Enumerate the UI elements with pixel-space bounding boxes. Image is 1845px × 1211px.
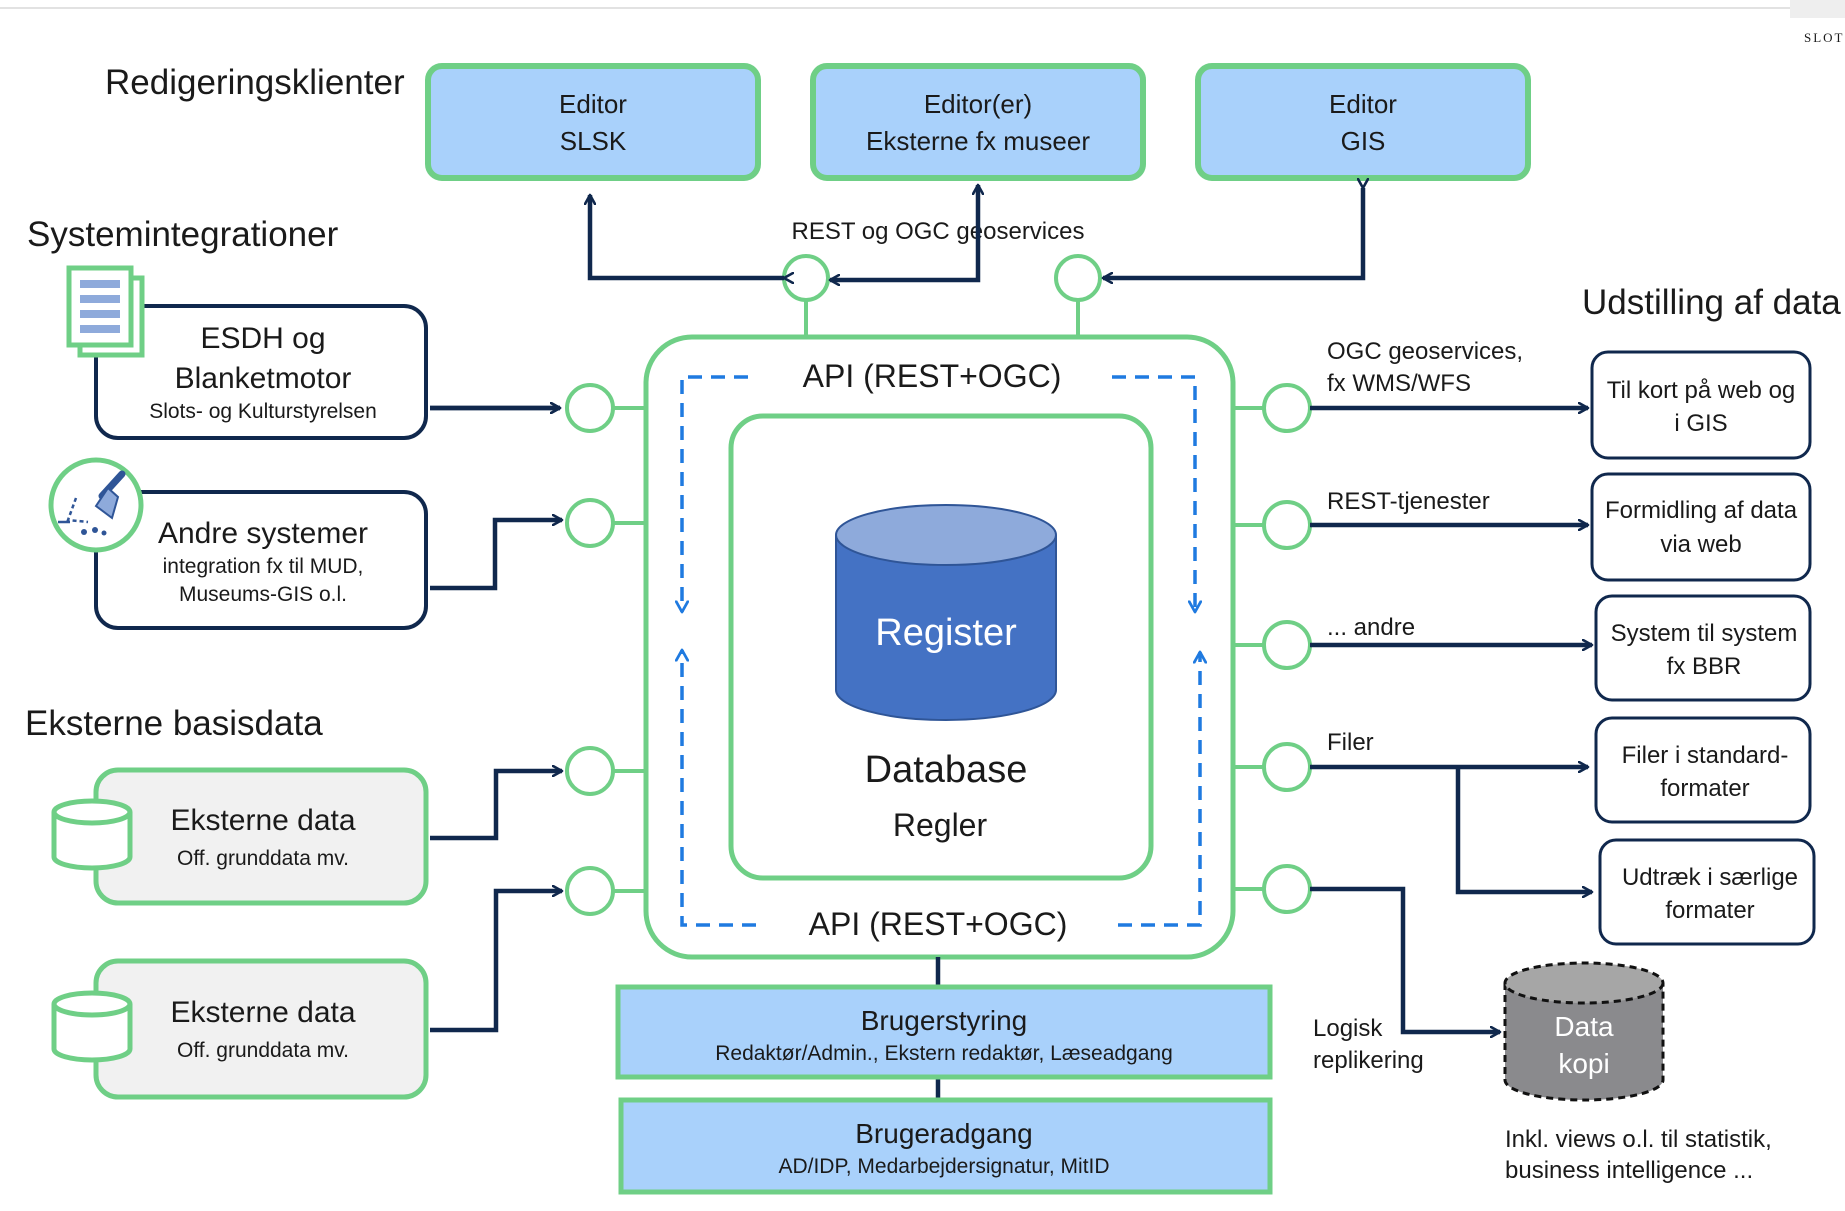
register-cylinder: Register [835, 504, 1057, 721]
output-label-filer: Filer [1327, 729, 1374, 756]
section-title-systemintegrationer: Systemintegrationer [27, 215, 339, 254]
output-label-ogc-2: fx WMS/WFS [1327, 370, 1471, 397]
data-kopi-line2: kopi [1558, 1048, 1609, 1079]
brugeradgang-box: Brugeradgang AD/IDP, Medarbejdersignatur… [618, 1097, 1273, 1195]
brugeradgang-title: Brugeradgang [855, 1118, 1032, 1149]
output-filer-line1: Filer i standard- [1622, 742, 1789, 769]
output-system-line2: fx BBR [1667, 653, 1742, 680]
brugerstyring-title: Brugerstyring [861, 1005, 1028, 1036]
section-title-redigeringsklienter: Redigeringsklienter [105, 63, 405, 102]
replication-label-2: replikering [1313, 1047, 1424, 1074]
eksterne-data-box-2: Eksterne data Off. grunddata mv. [93, 958, 429, 1100]
editor-box-slsk: Editor SLSK [425, 63, 761, 181]
andre-systemer-sub-2: Museums-GIS o.l. [179, 583, 347, 606]
editor-gis-title: Editor [1329, 89, 1397, 119]
data-kopi-note-1: Inkl. views o.l. til statistik, [1505, 1126, 1772, 1153]
output-formidling-line1: Formidling af data [1605, 497, 1798, 524]
output-system-line1: System til system [1611, 620, 1798, 647]
database-icon-2 [51, 990, 133, 1063]
output-udtraek-line2: formater [1665, 897, 1754, 924]
andre-systemer-box: Andre systemer integration fx til MUD, M… [94, 490, 428, 630]
api-top-label: API (REST+OGC) [803, 358, 1062, 394]
navy-arrows [430, 185, 1592, 1098]
output-box-formidling: Formidling af data via web [1590, 472, 1812, 582]
trowel-icon [48, 457, 144, 553]
data-kopi-note-2: business intelligence ... [1505, 1157, 1753, 1184]
replication-label-1: Logisk [1313, 1015, 1383, 1042]
brugerstyring-box: Brugerstyring Redaktør/Admin., Ekstern r… [615, 984, 1273, 1080]
editor-slsk-title: Editor [559, 89, 627, 119]
editor-box-eksterne: Editor(er) Eksterne fx museer [810, 63, 1146, 181]
output-label-rest: REST-tjenester [1327, 488, 1490, 515]
data-kopi-line1: Data [1554, 1011, 1614, 1042]
esdh-sub: Slots- og Kulturstyrelsen [149, 400, 377, 423]
section-title-eksterne-basisdata: Eksterne basisdata [25, 704, 323, 743]
editor-gis-sub: GIS [1341, 126, 1386, 156]
data-kopi-cylinder: Data kopi [1503, 961, 1665, 1102]
editor-box-gis: Editor GIS [1195, 63, 1531, 181]
register-label: Register [875, 612, 1017, 654]
output-box-udtraek: Udtræk i særlige formater [1598, 838, 1816, 946]
eksterne-data-2-title: Eksterne data [170, 996, 355, 1029]
output-filer-line2: formater [1660, 775, 1749, 802]
output-formidling-line2: via web [1660, 531, 1741, 558]
andre-systemer-sub-1: integration fx til MUD, [163, 555, 364, 578]
eksterne-data-2-sub: Off. grunddata mv. [177, 1039, 349, 1062]
editor-slsk-sub: SLSK [560, 126, 627, 156]
corner-logo: SLOT [1790, 0, 1845, 45]
brugeradgang-sub: AD/IDP, Medarbejdersignatur, MitID [778, 1155, 1109, 1178]
eksterne-data-box-1: Eksterne data Off. grunddata mv. [93, 767, 429, 906]
connector-stubs [613, 300, 1264, 893]
output-box-system: System til system fx BBR [1594, 594, 1812, 702]
database-icon-1 [51, 798, 133, 871]
brugerstyring-sub: Redaktør/Admin., Ekstern redaktør, Læsea… [715, 1042, 1173, 1065]
eksterne-data-1-sub: Off. grunddata mv. [177, 847, 349, 870]
documents-icon [66, 265, 145, 358]
dashed-flow-loops [682, 375, 1200, 927]
editor-eksterne-title: Editor(er) [924, 89, 1032, 119]
regler-label: Regler [893, 807, 988, 843]
section-title-udstilling-af-data: Udstilling af data [1582, 283, 1841, 322]
api-bottom-label: API (REST+OGC) [809, 906, 1068, 942]
output-kort-line1: Til kort på web og [1607, 377, 1796, 404]
esdh-title-1: ESDH og [200, 322, 325, 355]
esdh-box: ESDH og Blanketmotor Slots- og Kultursty… [94, 304, 428, 440]
svg-text:SLOT: SLOT [1804, 30, 1845, 45]
eksterne-data-1-title: Eksterne data [170, 804, 355, 837]
esdh-title-2: Blanketmotor [175, 362, 352, 395]
output-box-kort: Til kort på web og i GIS [1590, 350, 1812, 460]
editor-eksterne-sub: Eksterne fx museer [866, 126, 1090, 156]
output-label-ogc-1: OGC geoservices, [1327, 338, 1523, 365]
output-label-andre: ... andre [1327, 614, 1415, 641]
database-label: Database [865, 749, 1028, 791]
output-box-filer: Filer i standard- formater [1594, 716, 1812, 824]
andre-systemer-title: Andre systemer [158, 517, 368, 550]
output-udtraek-line1: Udtræk i særlige [1622, 864, 1798, 891]
rest-ogc-geoservices-label: REST og OGC geoservices [791, 218, 1084, 245]
output-kort-line2: i GIS [1674, 410, 1727, 437]
